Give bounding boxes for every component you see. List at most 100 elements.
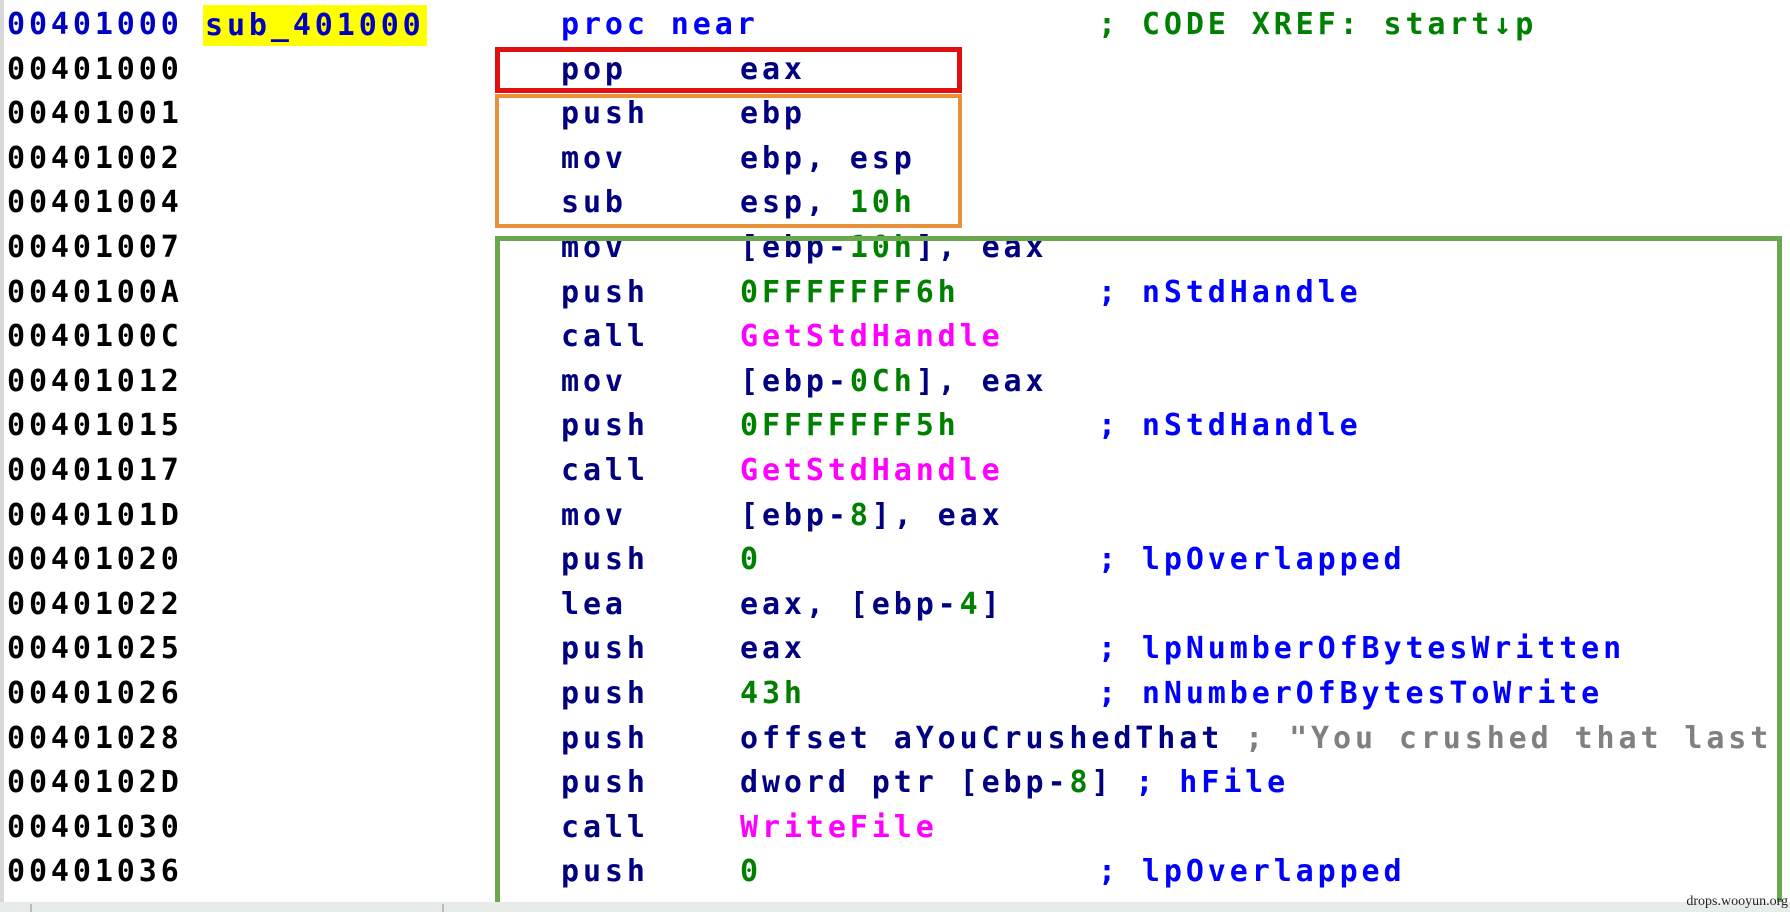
- address[interactable]: 00401017: [7, 453, 183, 488]
- mnemonic: push: [561, 408, 649, 444]
- address[interactable]: 00401001: [7, 96, 183, 132]
- address[interactable]: 00401026: [7, 676, 183, 711]
- address[interactable]: 00401002: [7, 140, 183, 176]
- operands: WriteFile: [740, 806, 938, 850]
- mnemonic: lea: [561, 586, 627, 622]
- operand-num: 43h: [740, 676, 806, 711]
- address[interactable]: 00401000: [7, 51, 183, 87]
- comment: ; lpOverlapped: [1098, 538, 1405, 582]
- scrollbar-thumb[interactable]: [30, 904, 444, 912]
- operands: [ebp-8], eax: [740, 494, 1004, 538]
- operand-fn[interactable]: GetStdHandle: [740, 453, 1004, 488]
- comment-text: ; nNumberOfBytesToWrite: [1098, 676, 1604, 711]
- horizontal-scrollbar[interactable]: [0, 902, 1790, 912]
- address[interactable]: 0040100C: [7, 319, 183, 355]
- operands: 0FFFFFFF6h: [740, 271, 960, 315]
- operand-reg: [ebp-: [740, 363, 850, 399]
- operand-fn[interactable]: WriteFile: [740, 809, 938, 845]
- comment-text: ; lpOverlapped: [1098, 542, 1406, 578]
- mnemonic: call: [561, 453, 649, 488]
- operand-reg: eax: [740, 631, 806, 667]
- address[interactable]: 00401020: [7, 542, 183, 578]
- mnemonic: push: [561, 96, 649, 132]
- operand-num: 8: [849, 497, 872, 533]
- mnemonic: push: [561, 720, 649, 756]
- address[interactable]: 00401007: [7, 230, 183, 265]
- address[interactable]: 00401028: [7, 720, 183, 756]
- operand-num: 10h: [849, 185, 916, 221]
- operand-reg: [ebp-: [740, 230, 850, 265]
- address[interactable]: 00401030: [7, 809, 183, 845]
- operand-reg: eax: [740, 51, 806, 87]
- address[interactable]: 00401015: [7, 408, 183, 444]
- xref-arrow-icon[interactable]: ↓p: [1493, 7, 1538, 42]
- prologue-highlight-box: [495, 94, 962, 228]
- operand-reg: ], eax: [871, 497, 1004, 533]
- operands: 0: [740, 538, 762, 582]
- comment: ; lpOverlapped: [1098, 850, 1405, 894]
- address[interactable]: 0040100A: [7, 274, 183, 310]
- address[interactable]: 00401022: [7, 586, 183, 622]
- address[interactable]: 0040102D: [7, 765, 183, 801]
- mnemonic: push: [561, 274, 649, 310]
- function-label[interactable]: sub_401000: [203, 5, 427, 46]
- address[interactable]: 00401025: [7, 631, 183, 667]
- operands: ebp, esp: [740, 137, 916, 181]
- pop-eax-highlight-box: [495, 47, 962, 93]
- operand-reg: ]: [981, 586, 1004, 622]
- mnemonic: sub: [561, 185, 627, 221]
- operands: [ebp-10h], eax: [740, 226, 1047, 270]
- operand-num: 0: [740, 542, 762, 578]
- comment: ; CODE XREF: start↓p: [1098, 3, 1537, 47]
- operand-num: 0FFFFFFF5h: [740, 408, 960, 444]
- operand-str: ;: [1245, 720, 1290, 756]
- comment-text: ; nStdHandle: [1098, 274, 1362, 310]
- operand-reg: offset aYouCrushedThat: [740, 720, 1246, 756]
- operands: 0: [740, 850, 762, 894]
- operand-reg: ], eax: [915, 363, 1048, 399]
- address[interactable]: 00401036: [7, 854, 183, 890]
- operand-reg: eax, [ebp-: [740, 586, 960, 622]
- operands: 43h: [740, 672, 806, 716]
- operand-reg: esp,: [740, 185, 850, 221]
- mnemonic: mov: [561, 363, 627, 399]
- operands: eax: [740, 48, 806, 92]
- address[interactable]: 0040101D: [7, 497, 183, 533]
- operand-reg: ], eax: [915, 230, 1048, 265]
- operand-num: 4: [959, 586, 982, 622]
- watermark: drops.wooyun.org: [1686, 894, 1788, 909]
- operands: dword ptr [ebp-8] ; hFile: [740, 761, 1289, 805]
- operand-str: "You crushed that last: [1289, 720, 1773, 756]
- mnemonic: proc near: [561, 7, 759, 42]
- mnemonic: push: [561, 631, 649, 667]
- address[interactable]: 00401000: [7, 7, 183, 42]
- body-highlight-box: [495, 236, 1782, 909]
- mnemonic: push: [561, 765, 649, 801]
- address[interactable]: 00401004: [7, 185, 183, 221]
- operands: [ebp-0Ch], eax: [740, 360, 1047, 404]
- mnemonic: pop: [561, 51, 627, 87]
- mnemonic: call: [561, 809, 649, 845]
- operands: GetStdHandle: [740, 449, 1004, 493]
- left-border: [0, 0, 4, 912]
- comment-text[interactable]: ; CODE XREF: start: [1098, 7, 1494, 42]
- mnemonic: push: [561, 676, 649, 711]
- mnemonic: mov: [561, 230, 627, 265]
- operand-num: 8: [1069, 765, 1092, 801]
- comment: ; nStdHandle: [1098, 271, 1362, 315]
- operands: eax: [740, 627, 806, 671]
- operand-num: 10h: [849, 230, 916, 265]
- address[interactable]: 00401012: [7, 363, 183, 399]
- operand-reg: ]: [1091, 765, 1136, 801]
- mnemonic: push: [561, 542, 649, 578]
- operands: esp, 10h: [740, 181, 916, 225]
- operand-fn[interactable]: GetStdHandle: [740, 319, 1004, 355]
- comment: ; nNumberOfBytesToWrite: [1098, 672, 1603, 716]
- operands: 0FFFFFFF5h: [740, 404, 960, 448]
- operands: offset aYouCrushedThat ; "You crushed th…: [740, 717, 1772, 761]
- operand-cmtx: ; hFile: [1135, 765, 1290, 801]
- operands: GetStdHandle: [740, 315, 1004, 359]
- comment-text: ; lpNumberOfBytesWritten: [1098, 631, 1626, 667]
- comment: ; lpNumberOfBytesWritten: [1098, 627, 1625, 671]
- operand-reg: ebp: [740, 96, 806, 132]
